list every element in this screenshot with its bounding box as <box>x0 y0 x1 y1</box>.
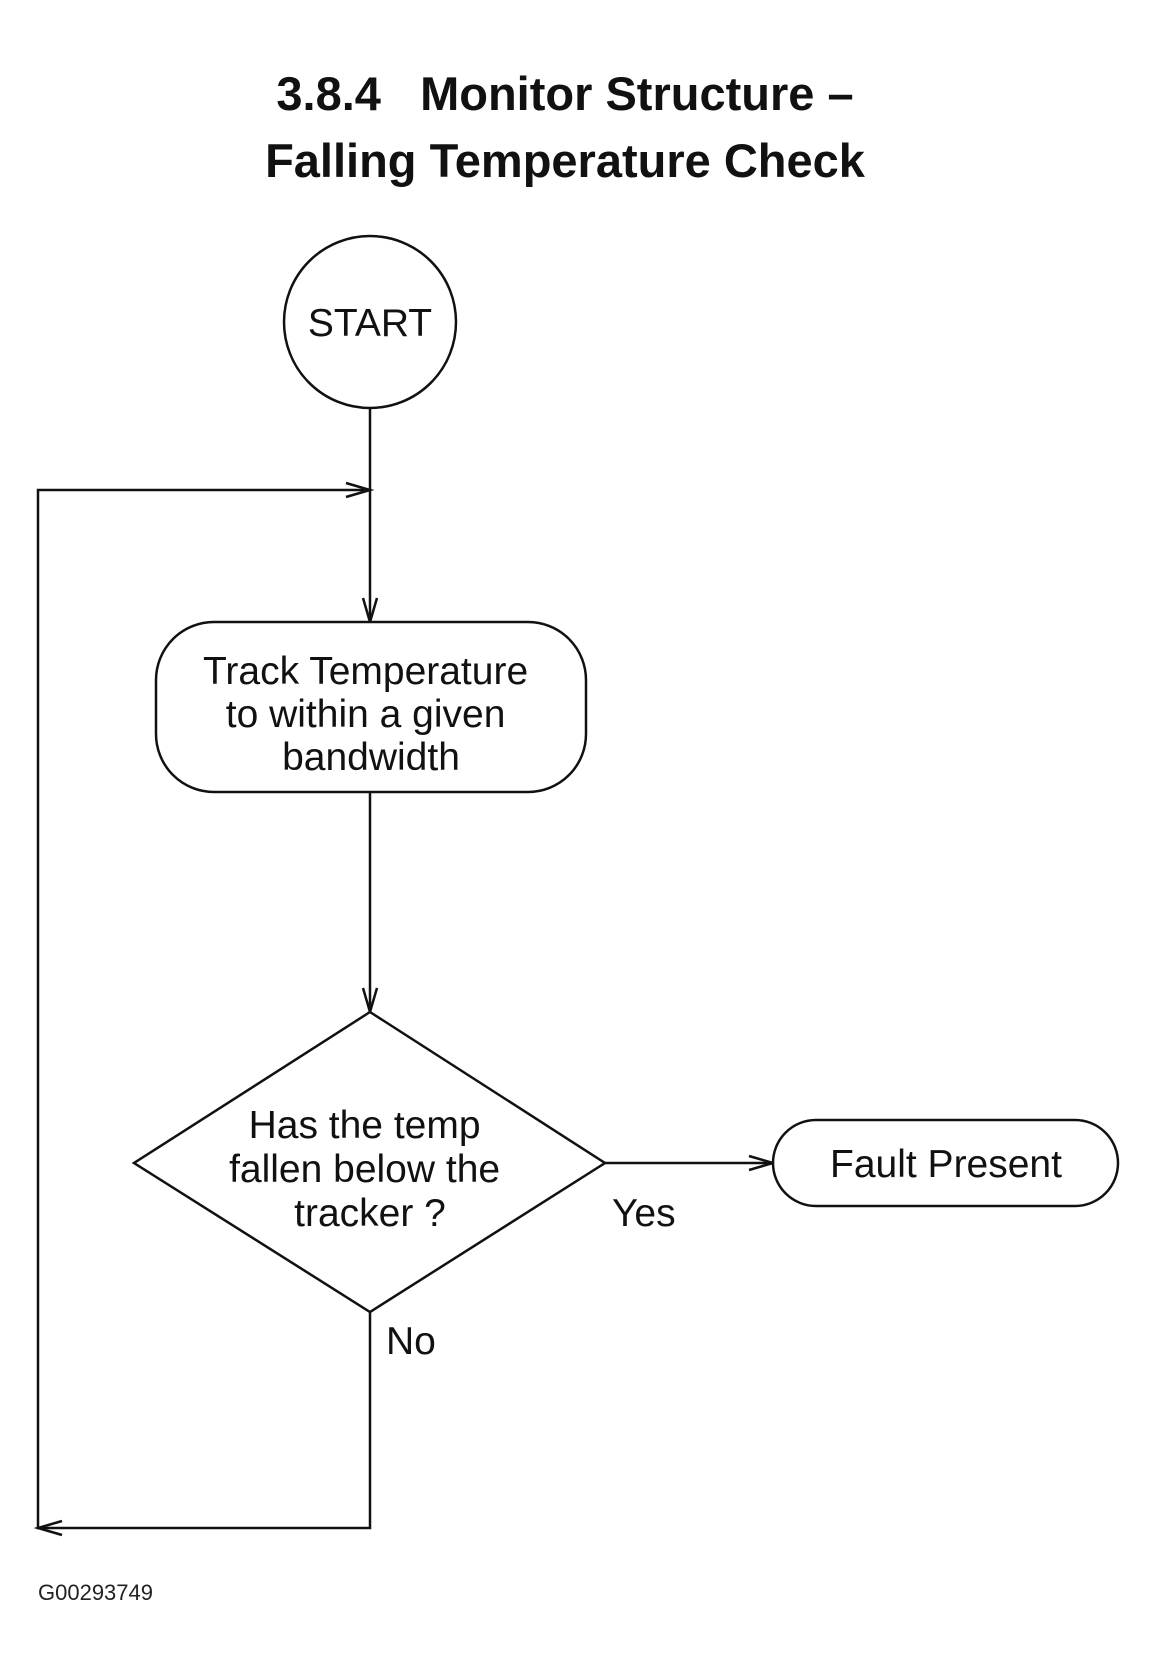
track-temperature-text: Track Temperature to within a given band… <box>203 650 539 779</box>
fault-present-label: Fault Present <box>830 1143 1062 1186</box>
title-line-1: 3.8.4 Monitor Structure – <box>276 67 853 120</box>
decision-line-2: fallen below the <box>229 1148 500 1191</box>
fault-present-box <box>771 1118 1120 1208</box>
no-label: No <box>386 1320 436 1363</box>
figure-id: G00293749 <box>38 1580 153 1605</box>
track-temperature-node: Track Temperature to within a given band… <box>154 620 588 794</box>
arrowhead-no-left <box>33 1519 63 1537</box>
decision-line-3: tracker ? <box>294 1192 446 1235</box>
title-line-2: Falling Temperature Check <box>265 134 866 187</box>
decision-node: Has the temp fallen below the tracker ? <box>131 1010 608 1314</box>
yes-label: Yes <box>612 1192 676 1235</box>
track-line-2: to within a given <box>226 693 506 736</box>
start-node: START <box>282 234 458 410</box>
fault-present-node: Fault Present <box>771 1118 1120 1208</box>
track-line-1: Track Temperature <box>203 650 528 693</box>
arrowhead-loop-return <box>345 481 375 499</box>
start-label: START <box>308 302 432 345</box>
decision-text: Has the temp fallen below the tracker ? <box>229 1104 511 1235</box>
track-line-3: bandwidth <box>282 736 460 779</box>
decision-line-1: Has the temp <box>249 1104 481 1147</box>
